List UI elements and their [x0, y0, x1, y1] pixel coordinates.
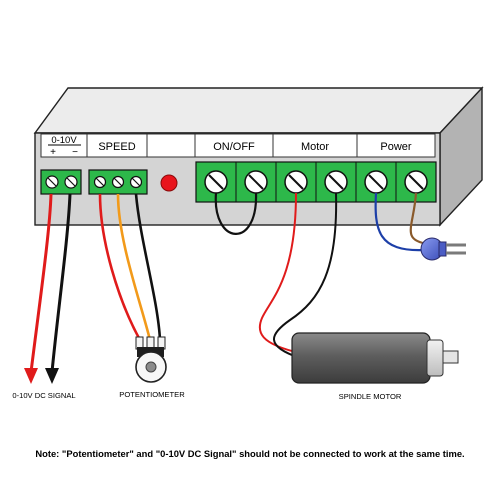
power-screw-2	[404, 170, 428, 194]
power-wire-brown	[409, 192, 429, 246]
caption-potentiometer: POTENTIOMETER	[119, 390, 185, 399]
motor-wires	[258, 192, 338, 359]
pot-wire-black	[134, 193, 162, 341]
main-terminal-block	[195, 161, 437, 203]
caption-spindle-motor: SPINDLE MOTOR	[339, 392, 402, 401]
potentiometer	[135, 336, 167, 383]
motor-wire-red	[258, 192, 301, 354]
power-wires	[374, 192, 429, 252]
label-motor: Motor	[301, 141, 329, 153]
motor-shaft	[442, 350, 459, 364]
label-minus: −	[72, 147, 78, 158]
signal-wire-red	[29, 193, 53, 373]
signal-wire-black	[50, 193, 72, 373]
motor-screw-1	[284, 170, 308, 194]
motor-wire-black	[273, 192, 338, 359]
onoff-loop-wire	[214, 192, 258, 235]
power-plug	[420, 237, 466, 261]
motor-end-cap	[426, 339, 444, 377]
motor-body	[291, 332, 431, 384]
label-power: Power	[380, 141, 412, 153]
input-screw-plus	[45, 175, 59, 189]
motor-screw-2	[324, 170, 348, 194]
caption-dc-signal: 0-10V DC SIGNAL	[12, 391, 75, 400]
label-strip: 0-10V + − SPEED ON/OFF Motor Power	[40, 133, 436, 158]
speed-terminal-block	[88, 169, 148, 195]
input-terminal-block	[40, 169, 82, 195]
onoff-screw-2	[244, 170, 268, 194]
label-plus: +	[50, 147, 56, 158]
spindle-motor	[291, 332, 459, 384]
connection-note: Note: "Potentiometer" and "0-10V DC Sign…	[35, 448, 465, 459]
power-screw-1	[364, 170, 388, 194]
potentiometer-wires	[98, 193, 162, 341]
signal-wires	[24, 193, 72, 384]
black-arrow-head	[45, 368, 59, 384]
label-speed: SPEED	[98, 141, 135, 153]
red-arrow-head	[24, 368, 38, 384]
pot-wire-red	[98, 193, 142, 341]
power-wire-blue	[374, 192, 425, 252]
box-top-face	[33, 87, 484, 134]
input-screw-minus	[64, 175, 78, 189]
label-on-off: ON/OFF	[213, 141, 255, 153]
onoff-screw-1	[204, 170, 228, 194]
label-0-10v: 0-10V	[51, 135, 77, 146]
indicator-led	[160, 174, 178, 192]
pot-wire-orange	[116, 193, 152, 341]
